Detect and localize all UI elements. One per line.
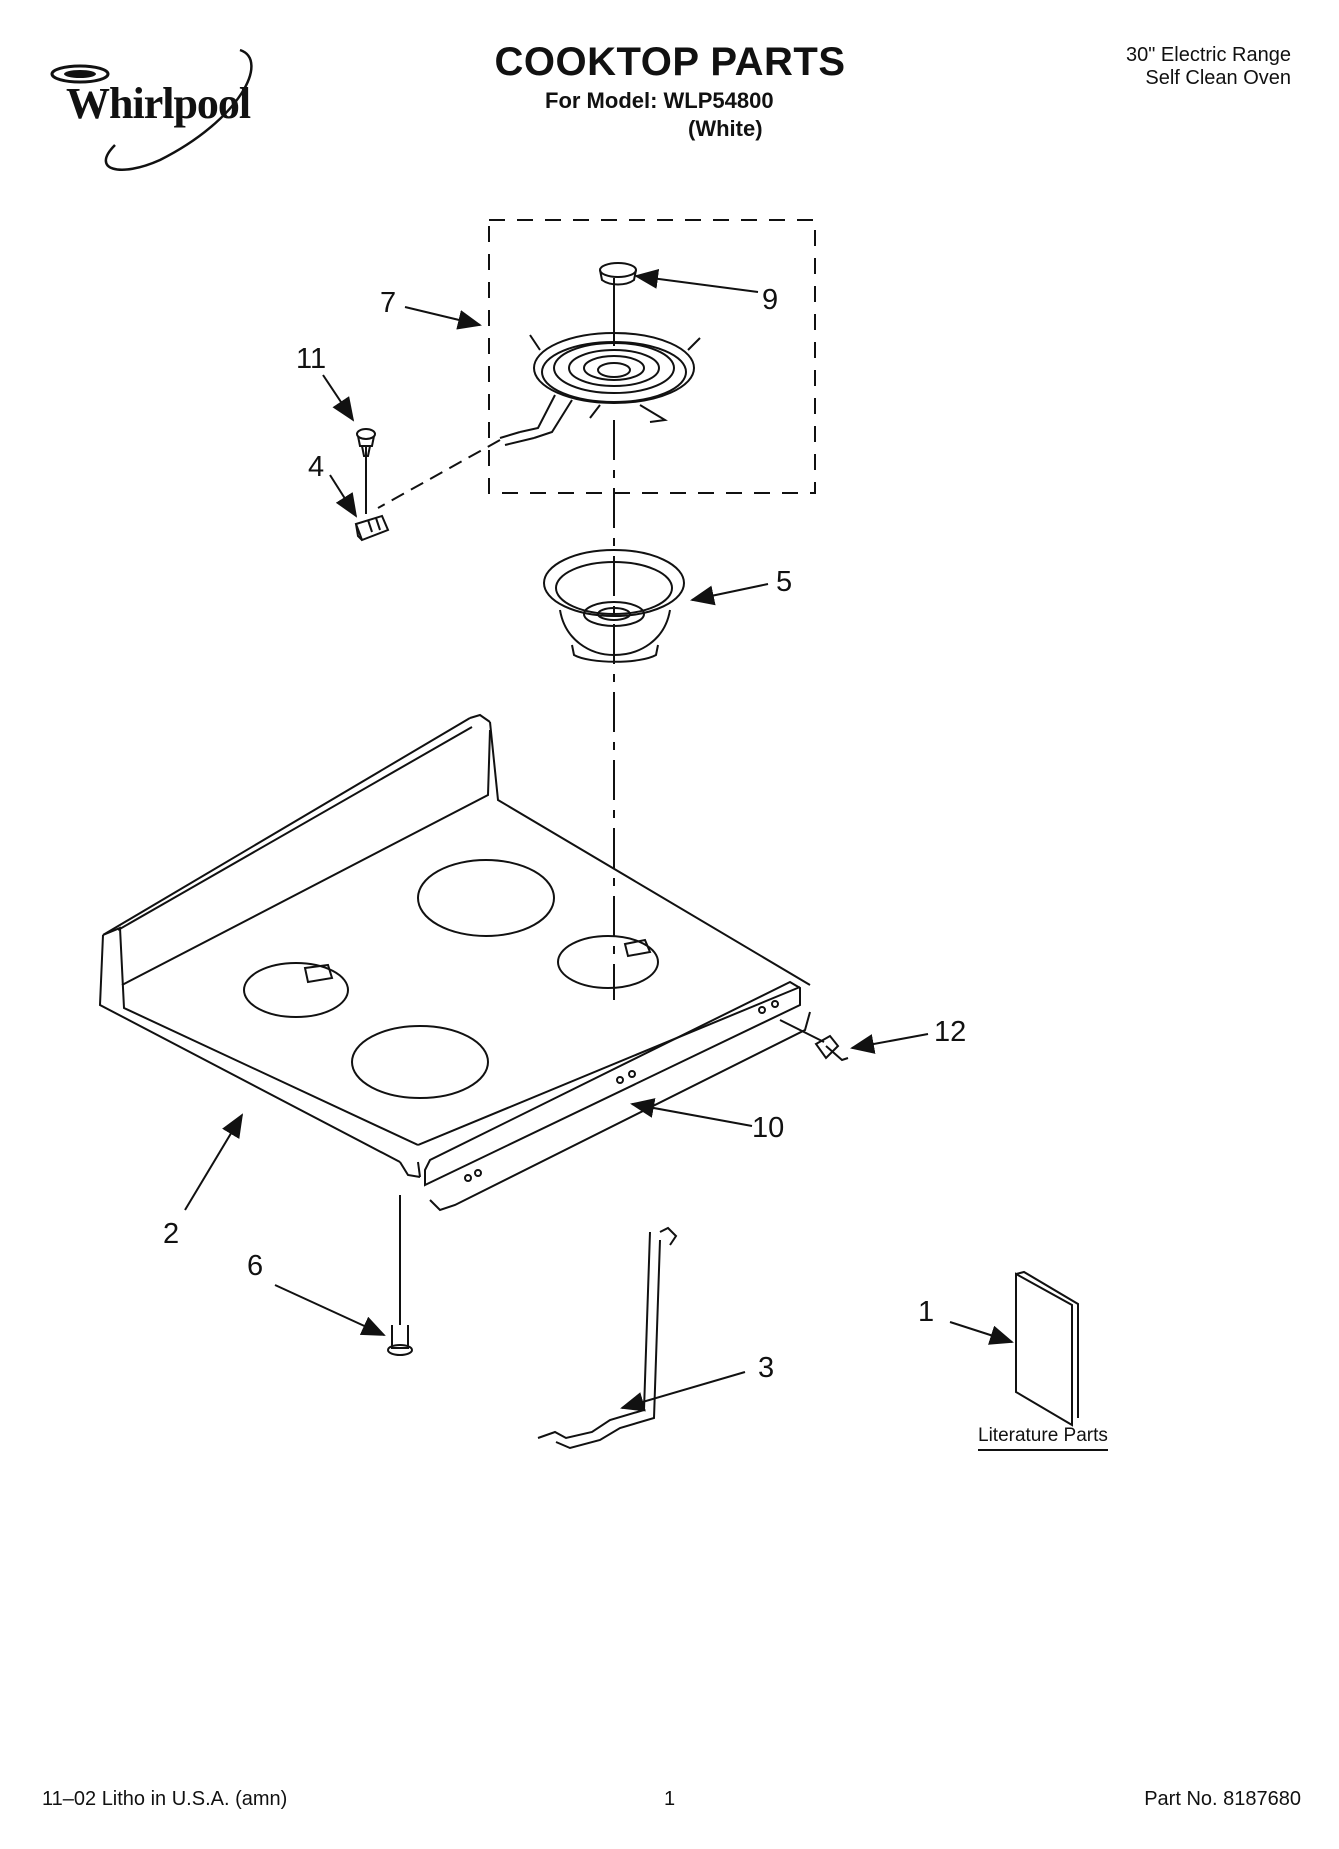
leader-3	[620, 1371, 746, 1412]
callout-11: 11	[296, 343, 327, 375]
footer-page-number: 1	[664, 1788, 676, 1810]
leader-7	[404, 306, 482, 330]
leader-1	[949, 1321, 1014, 1345]
callout-2: 2	[163, 1218, 180, 1250]
part-1-literature-booklet	[1015, 1270, 1079, 1427]
callout-1: 1	[918, 1296, 935, 1328]
part-12-screw	[814, 1034, 849, 1062]
element-group-box	[488, 219, 816, 494]
range-type: 30" Electric Range Self Clean Oven	[1126, 44, 1291, 90]
part-9-element-cap	[599, 262, 637, 286]
leader-5	[690, 583, 769, 606]
callout-9: 9	[762, 284, 779, 316]
whirlpool-logo: Whirlpool	[40, 40, 280, 175]
whirlpool-swirl-icon	[50, 48, 253, 172]
callout-12: 12	[934, 1016, 967, 1048]
callout-5: 5	[776, 566, 793, 598]
part-2-cooktop	[98, 713, 811, 1178]
literature-parts-label: Literature Parts	[978, 1425, 1108, 1451]
callout-7: 7	[380, 287, 397, 319]
leader-12	[850, 1033, 929, 1054]
leader-4	[329, 474, 358, 518]
leader-10	[630, 1098, 753, 1127]
callout-4: 4	[308, 451, 325, 483]
part-7-surface-element	[499, 332, 701, 446]
range-type-line: Self Clean Oven	[1145, 67, 1291, 89]
brand-wordmark: Whirlpool	[66, 79, 251, 128]
part-11-screw	[356, 428, 376, 457]
callout-6: 6	[247, 1250, 264, 1282]
part-5-drip-bowl	[543, 549, 685, 663]
footer-litho: 11–02 Litho in U.S.A. (amn)	[42, 1788, 288, 1810]
leader-9	[634, 268, 759, 293]
callout-10: 10	[752, 1112, 785, 1144]
model-color: (White)	[688, 116, 763, 141]
leader-6	[274, 1284, 386, 1336]
part-10-trim-strip	[424, 980, 811, 1212]
part-4-terminal-block	[354, 514, 390, 542]
leader-11	[322, 374, 355, 422]
callout-3: 3	[758, 1352, 775, 1384]
leader-2	[184, 1113, 244, 1211]
range-type-line: 30" Electric Range	[1126, 44, 1291, 66]
part-6-screw	[387, 1325, 413, 1356]
page-title: COOKTOP PARTS	[494, 40, 846, 84]
part-3-support-rod	[537, 1226, 678, 1450]
footer-part-number: Part No. 8187680	[1144, 1788, 1301, 1810]
model-number: For Model: WLP54800	[545, 88, 774, 113]
